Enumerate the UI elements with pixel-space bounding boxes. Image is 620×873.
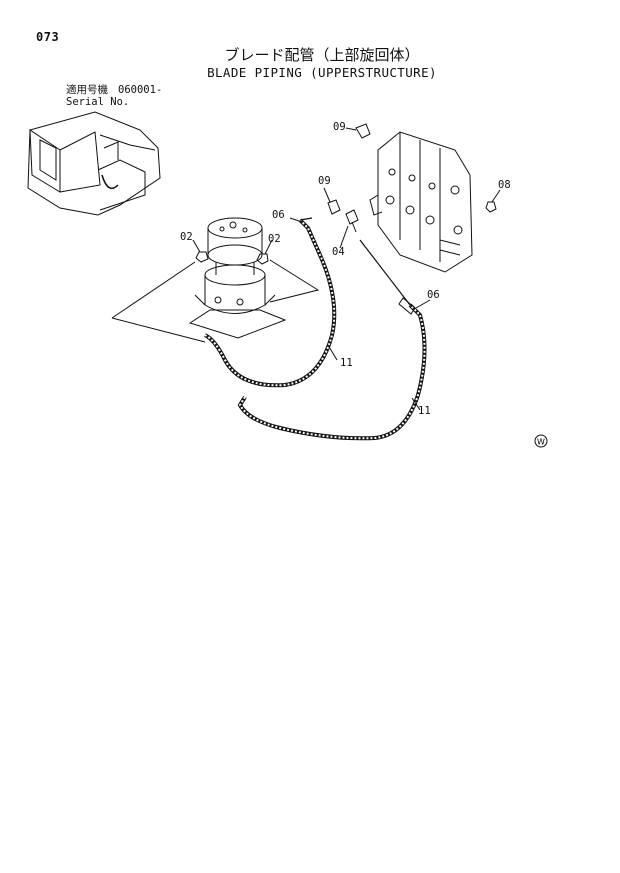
page-number: 073 [36,30,60,44]
fitting-02-right [256,253,269,265]
callout-04: 04 [332,246,345,258]
callout-09-top: 09 [333,121,346,133]
callout-11-upper: 11 [340,357,353,369]
callout-11-lower: 11 [418,405,431,417]
callout-09-mid: 09 [318,175,331,187]
hose-11-lower [237,239,427,441]
alignment-lines [111,259,320,343]
callout-08: 08 [498,179,511,191]
fitting-09-top [355,123,371,139]
fitting-02-left [195,251,209,263]
callout-06-right: 06 [427,289,440,301]
serial-row-en: Serial No. [66,96,162,108]
callout-02-left: 02 [180,231,193,243]
w-mark-letter: W [537,438,545,447]
serial-row-jp: 適用号機 060001- [66,84,162,96]
serial-label-en: Serial No. [66,96,130,108]
hose-11-upper [203,217,337,388]
control-valve [369,131,473,273]
title-english: BLADE PIPING (UPPERSTRUCTURE) [207,65,437,80]
callout-02-right: 02 [268,233,281,245]
swivel-joint [188,217,287,339]
fitting-09-mid [327,199,341,215]
serial-block: 適用号機 060001- Serial No. [66,84,162,108]
fitting-04-elbow [345,209,359,233]
title-japanese: ブレード配管（上部旋回体） [224,46,420,64]
w-mark: W [534,434,548,448]
excavator-thumbnail [27,111,161,216]
serial-value: 060001- [118,84,163,96]
callout-06-top: 06 [272,209,285,221]
leader-lines [192,127,501,411]
fitting-08 [485,201,497,213]
serial-label-jp: 適用号機 [66,84,108,96]
